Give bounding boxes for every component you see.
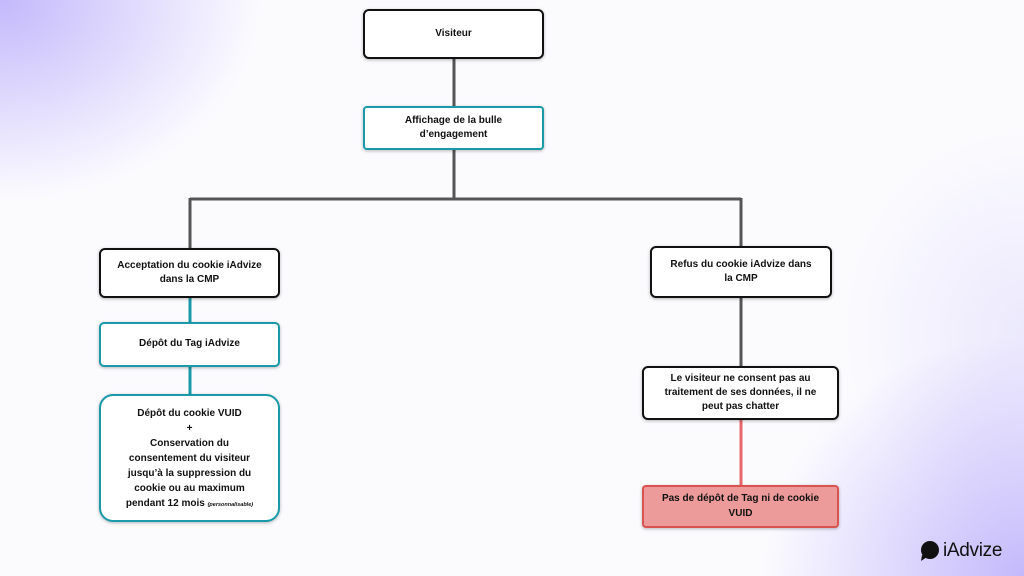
node-visiteur: Visiteur [363, 9, 544, 59]
node-acceptation-cookie: Acceptation du cookie iAdvize dans la CM… [99, 248, 280, 298]
node-refus-line2: la CMP [724, 273, 758, 284]
node-visiteur-label: Visiteur [435, 27, 472, 39]
node-depot-cookie-line5: jusqu’à la suppression du [127, 467, 252, 479]
node-depot-cookie-line7: pendant 12 mois [125, 497, 205, 509]
iadvize-logo: iAdvize [919, 536, 1002, 566]
node-non-consent: Le visiteur ne consent pas au traitement… [642, 366, 839, 420]
node-depot-tag-label: Dépôt du Tag iAdvize [139, 338, 240, 350]
node-non-consent-line1: Le visiteur ne consent pas au [670, 373, 811, 384]
node-non-consent-line2: traitement de ses données, il ne [664, 387, 817, 398]
node-affichage-line2: d’engagement [419, 129, 488, 140]
node-depot-cookie-line6: cookie ou au maximum [134, 482, 245, 494]
node-refus-cookie: Refus du cookie iAdvize dans la CMP [650, 246, 832, 298]
node-depot-cookie-note: (personnalisable) [207, 501, 254, 508]
node-depot-tag: Dépôt du Tag iAdvize [99, 322, 280, 367]
speech-bubble-icon [919, 540, 941, 562]
node-refus-line1: Refus du cookie iAdvize dans [670, 258, 812, 270]
node-depot-cookie-line4: consentement du visiteur [128, 452, 251, 464]
node-affichage-bulle: Affichage de la bulle d’engagement [363, 106, 544, 150]
node-acceptation-line2: dans la CMP [159, 274, 220, 285]
node-depot-cookie-line3: Conservation du [150, 437, 229, 449]
node-affichage-line1: Affichage de la bulle [404, 114, 503, 126]
node-depot-cookie-line1: Dépôt du cookie VUID [137, 407, 242, 419]
node-acceptation-line1: Acceptation du cookie iAdvize [117, 259, 262, 271]
logo-text: iAdvize [943, 540, 1003, 561]
node-pas-de-depot-line1: Pas de dépôt de Tag ni de cookie [661, 493, 820, 504]
node-pas-de-depot-line2: VUID [728, 507, 753, 519]
node-pas-de-depot: Pas de dépôt de Tag ni de cookie VUID [642, 485, 839, 528]
node-depot-cookie-vuid: Dépôt du cookie VUID + Conservation du c… [99, 394, 280, 522]
node-depot-cookie-line7-wrap: pendant 12 mois (personnalisable) [126, 496, 253, 511]
node-depot-cookie-line2: + [186, 422, 193, 434]
node-non-consent-line3: peut pas chatter [701, 401, 780, 412]
